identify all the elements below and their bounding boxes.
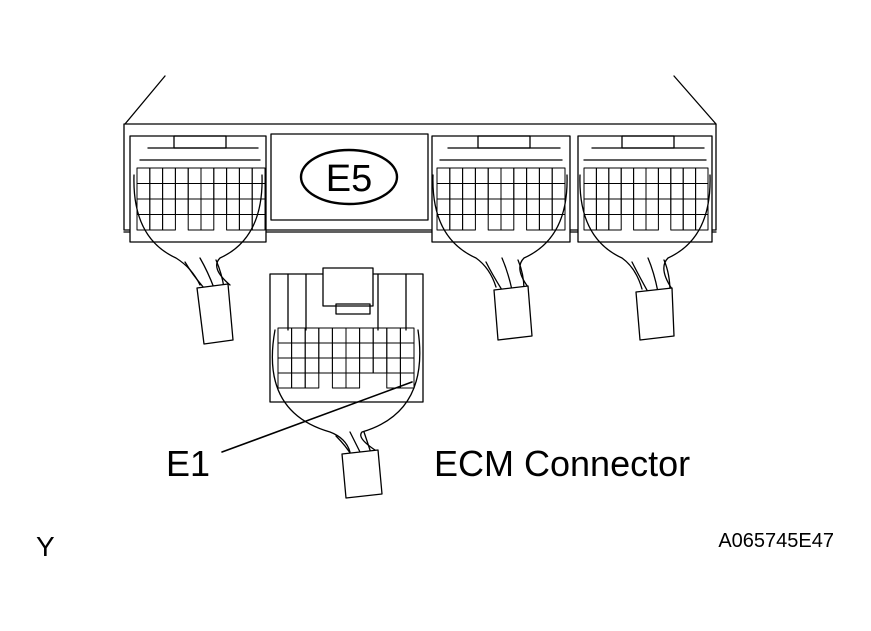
terminal-cavity [645, 214, 659, 231]
terminal-cavity [551, 214, 566, 231]
terminal-cavity [695, 214, 709, 231]
figure-code: A065745E47 [718, 530, 834, 552]
terminal-cavity [608, 214, 622, 231]
e5-badge-label: E5 [326, 158, 372, 200]
terminal-cavity [345, 372, 361, 389]
terminal-cavity [500, 214, 515, 231]
ecm-connector-middle [431, 135, 571, 341]
terminal-cavity [200, 214, 215, 231]
e5-plate: E5 [270, 133, 429, 221]
e1-detached-connector [269, 267, 424, 499]
e1-pin-label: E1 [166, 443, 210, 484]
ecm-connector-right [577, 135, 713, 341]
terminal-cavity [399, 372, 415, 389]
ecm-connector-left [129, 135, 267, 345]
terminal-cavity [462, 214, 476, 231]
terminal-cavity [162, 214, 176, 231]
ecm-connector-label: ECM Connector [434, 443, 690, 484]
corner-label: Y [36, 531, 55, 562]
e1-leader-line [221, 381, 413, 453]
terminal-cavity [304, 372, 320, 389]
terminal-cavity [251, 214, 266, 231]
